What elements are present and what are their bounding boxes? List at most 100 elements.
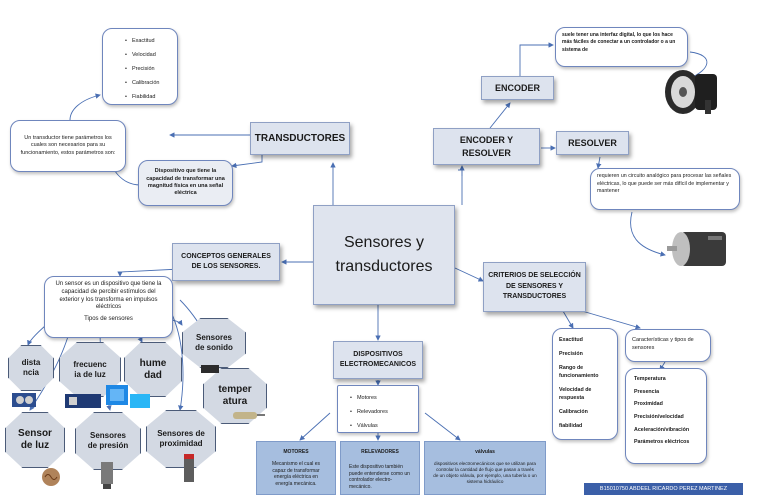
parametro-item: Velocidad <box>125 48 171 62</box>
sensor-label: de luz <box>20 440 50 451</box>
parametros-list: Exactitud Velocidad Precisión Calibració… <box>102 28 178 105</box>
caracteristica-item: Temperatura <box>634 376 666 382</box>
sensor-label: Sensores de <box>157 429 205 439</box>
sensor-label: de presión <box>87 441 129 450</box>
distance-sensor-image <box>12 393 36 407</box>
caracteristicas-title: Características y tipos de sensores <box>632 337 694 352</box>
encoder-description-text: suele tener una interfaz digital, lo que… <box>562 32 676 53</box>
caracteristicas-title-box: Características y tipos de sensores <box>625 329 711 362</box>
parametro-item: Exactitud <box>125 34 171 48</box>
dispositivo-item: Motores <box>350 391 414 405</box>
sensor-label: dista <box>21 358 41 368</box>
sensor-luz: Sensor de luz <box>5 412 65 468</box>
sensor-distancia: dista ncia <box>8 345 54 391</box>
central-topic: Sensores y transductores <box>313 205 455 305</box>
valvulas-box: válvulas dispositivos electromecánicos q… <box>424 441 546 495</box>
transductores-definition: Dispositivo que tiene la capacidad de tr… <box>138 160 233 206</box>
sensor-label: Sensor <box>18 428 52 439</box>
parametros-intro: Un transductor tiene parámetros los cual… <box>10 120 126 172</box>
caracteristica-item: Proximidad <box>634 401 663 408</box>
transductores-definition-text: Dispositivo que tiene la capacidad de tr… <box>146 168 225 197</box>
conceptos-definition: Un sensor es un dispositivo que tiene la… <box>44 276 173 338</box>
humidity-module-image <box>130 394 150 408</box>
conceptos-definition-text: Un sensor es un dispositivo que tiene la… <box>55 281 162 311</box>
motores-desc: Mecanismo el cual es capaz de transforma… <box>271 461 321 487</box>
sensor-label: frecuenc <box>73 359 107 369</box>
resolver-node: RESOLVER <box>556 131 629 155</box>
encoder-node: ENCODER <box>481 76 554 100</box>
criterios-title1: CRITERIOS DE SELECCIÓN <box>488 271 581 279</box>
parametro-item: Fiabilidad <box>125 90 171 104</box>
relevadores-box: RELEVADORES Este dispositivo también pue… <box>340 441 420 495</box>
light-frequency-sensor-image <box>65 394 101 408</box>
sound-sensor-image <box>201 365 219 373</box>
dispositivos-node: DISPOSITIVOS ELECTROMECANICOS <box>333 341 423 379</box>
author-footer: B15010750 ABDEEL RICARDO PEREZ MARTINEZ <box>584 483 743 495</box>
sensor-humedad: hume dad <box>124 342 182 397</box>
encoder-resolver-title2: RESOLVER <box>462 147 511 158</box>
resolver-image <box>667 232 726 266</box>
criterio-item: Calibración <box>559 408 588 415</box>
criterios-node: CRITERIOS DE SELECCIÓN DE SENSORES Y TRA… <box>483 262 586 312</box>
criterios-title2: DE SENSORES Y <box>505 282 564 290</box>
parametros-intro-text: Un transductor tiene parámetros los cual… <box>20 134 116 156</box>
resolver-title: RESOLVER <box>568 138 617 148</box>
conceptos-title1: CONCEPTOS GENERALES <box>181 252 271 260</box>
valvulas-title: válvulas <box>475 449 495 455</box>
humidity-sensor-image <box>106 385 128 405</box>
encoder-title: ENCODER <box>494 83 540 93</box>
transductores-title: TRANSDUCTORES <box>254 133 346 144</box>
conceptos-title2: DE LOS SENSORES. <box>191 263 261 270</box>
criterios-title3: TRANSDUCTORES <box>502 293 567 301</box>
dispositivos-title1: DISPOSITIVOS <box>353 350 403 358</box>
central-topic-line2: transductores <box>335 258 433 275</box>
dispositivos-title2: ELECTROMECANICOS <box>339 361 417 368</box>
criterio-item: Exactitud <box>559 337 583 343</box>
proximity-sensor-image <box>184 454 194 482</box>
encoder-resolver-node: ENCODER Y RESOLVER <box>433 128 540 165</box>
sensor-label: Sensores <box>89 431 127 441</box>
conceptos-node: CONCEPTOS GENERALES DE LOS SENSORES. <box>172 243 280 281</box>
caracteristica-item: Presencia <box>634 388 660 395</box>
photoresistor-image <box>42 468 60 486</box>
central-topic-line1: Sensores y <box>343 234 425 251</box>
sensor-label: temper <box>218 384 252 395</box>
parametro-item: Precisión <box>125 62 171 76</box>
parametros-items: Exactitud Velocidad Precisión Calibració… <box>109 34 171 104</box>
dispositivos-list: Motores Relevadores Válvulas <box>337 385 419 433</box>
sensor-label: atura <box>222 396 248 407</box>
sensor-label: ia de luz <box>74 369 106 379</box>
sensor-presion: Sensores de presión <box>75 412 141 470</box>
encoder-resolver-title1: ENCODER Y <box>459 134 514 145</box>
sensor-label: de sonido <box>195 343 233 352</box>
sensor-sonido: Sensores de sonido <box>182 318 246 368</box>
resolver-description: requieren un circuito analógico para pro… <box>590 168 740 210</box>
dispositivos-items: Motores Relevadores Válvulas <box>342 391 414 433</box>
sensor-proximidad: Sensores de proximidad <box>146 410 216 468</box>
motores-box: MOTORES Mecanismo el cual es capaz de tr… <box>256 441 336 495</box>
encoder-image <box>665 70 717 114</box>
temperature-sensor-image <box>233 412 265 419</box>
parametro-item: Calibración <box>125 76 171 90</box>
relevadores-desc: Este dispositivo también puede entenders… <box>349 464 410 490</box>
sensor-label: ncia <box>22 368 39 377</box>
caracteristicas-list: Temperatura Presencia Proximidad Precisi… <box>625 368 707 464</box>
criterio-item: Precisión <box>559 350 583 357</box>
dispositivo-item: Válvulas <box>350 419 414 433</box>
criterios-list: Exactitud Precisión Rango de funcionamie… <box>552 328 618 440</box>
criterio-item: Rango de funcionamiento <box>559 364 599 379</box>
tipos-label: Tipos de sensores <box>84 316 133 323</box>
resolver-description-text: requieren un circuito analógico para pro… <box>597 173 732 195</box>
relevadores-title: RELEVADORES <box>361 449 399 455</box>
pressure-sensor-image <box>101 462 113 489</box>
sensor-label: proximidad <box>159 439 203 448</box>
criterio-item: Velocidad de respuesta <box>559 386 592 401</box>
caracteristica-item: Precisión/velocidad <box>634 414 684 421</box>
motores-title: MOTORES <box>283 449 309 455</box>
transductores-node: TRANSDUCTORES <box>250 122 350 155</box>
criterio-item: fiabilidad <box>559 422 583 429</box>
sensor-label: hume <box>139 357 167 369</box>
sensor-label: dad <box>144 369 162 381</box>
caracteristica-item: Aceleración/vibración <box>634 426 690 433</box>
